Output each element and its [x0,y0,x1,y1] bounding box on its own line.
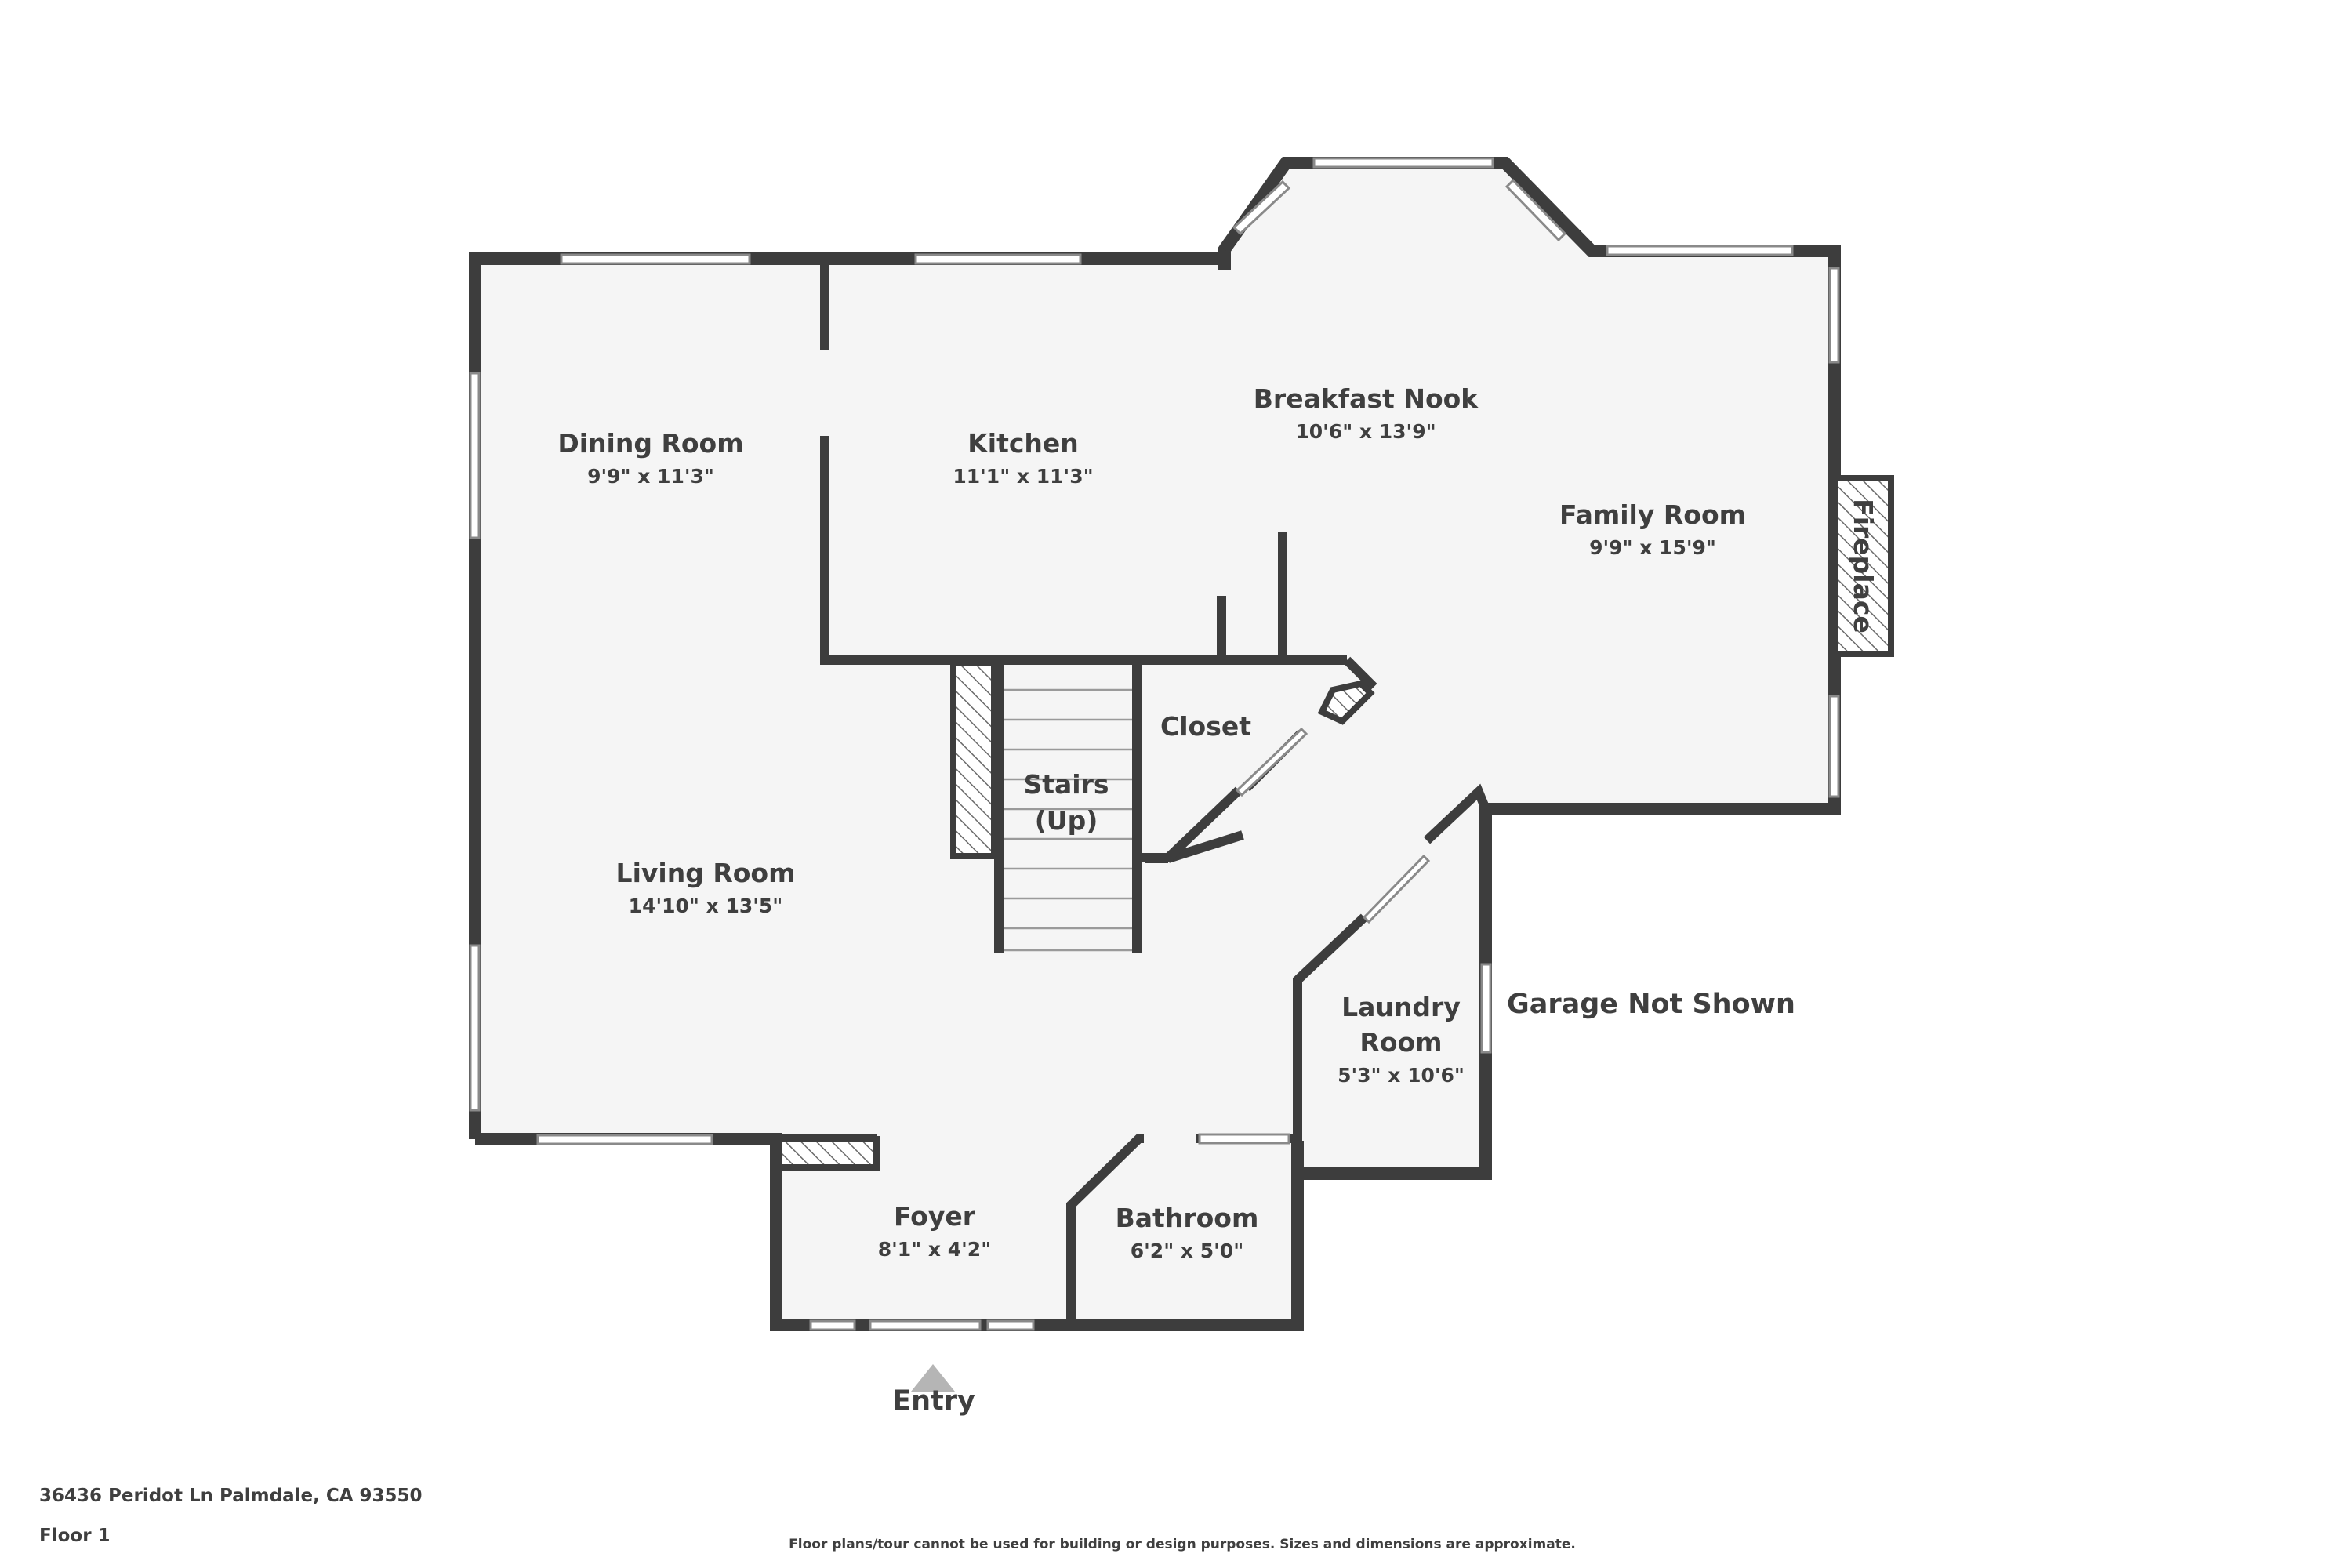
laundry-room-name-line1: Laundry [1341,992,1461,1022]
laundry-room-dim: 5'3" x 10'6" [1338,1064,1465,1087]
bathroom-name: Bathroom [1116,1203,1259,1233]
dining-room-dim: 9'9" x 11'3" [587,465,714,488]
dining-room-name: Dining Room [557,428,743,459]
entry-arrow-icon [911,1364,955,1392]
closet-shelf [1317,680,1375,725]
breakfast-nook-dim: 10'6" x 13'9" [1295,420,1436,443]
floor-label: Floor 1 [39,1526,111,1546]
living-room-dim: 14'10" x 13'5" [629,895,783,917]
disclaimer-text: Floor plans/tour cannot be used for buil… [789,1537,1576,1552]
fireplace-block [1831,475,1894,657]
closet-label: Closet [1160,711,1251,742]
kitchen-name: Kitchen [967,428,1079,459]
stair-side-block [950,660,997,859]
foyer-dim: 8'1" x 4'2" [878,1238,991,1261]
fireplace-label: Fireplace [1848,499,1878,633]
family-room-name: Family Room [1559,499,1746,530]
stairs-treads [1004,688,1132,952]
stairs-label-line2: (Up) [1035,805,1098,836]
address-text: 36436 Peridot Ln Palmdale, CA 93550 [39,1486,423,1506]
foyer-name: Foyer [894,1201,976,1232]
windows [469,157,1840,1331]
kitchen-dim: 11'1" x 11'3" [953,465,1093,488]
foyer-closet-block [776,1136,880,1171]
family-room-dim: 9'9" x 15'9" [1589,536,1716,559]
interior-walls [776,262,1490,1325]
breakfast-nook-name: Breakfast Nook [1254,383,1479,414]
floor-area [475,163,1835,1325]
entry-label: Entry [892,1385,975,1417]
laundry-room-name-line2: Room [1359,1027,1442,1058]
garage-label: Garage Not Shown [1507,989,1795,1020]
stairs-label-line1: Stairs [1023,769,1109,800]
bathroom-dim: 6'2" x 5'0" [1131,1240,1243,1262]
living-room-name: Living Room [616,858,796,888]
